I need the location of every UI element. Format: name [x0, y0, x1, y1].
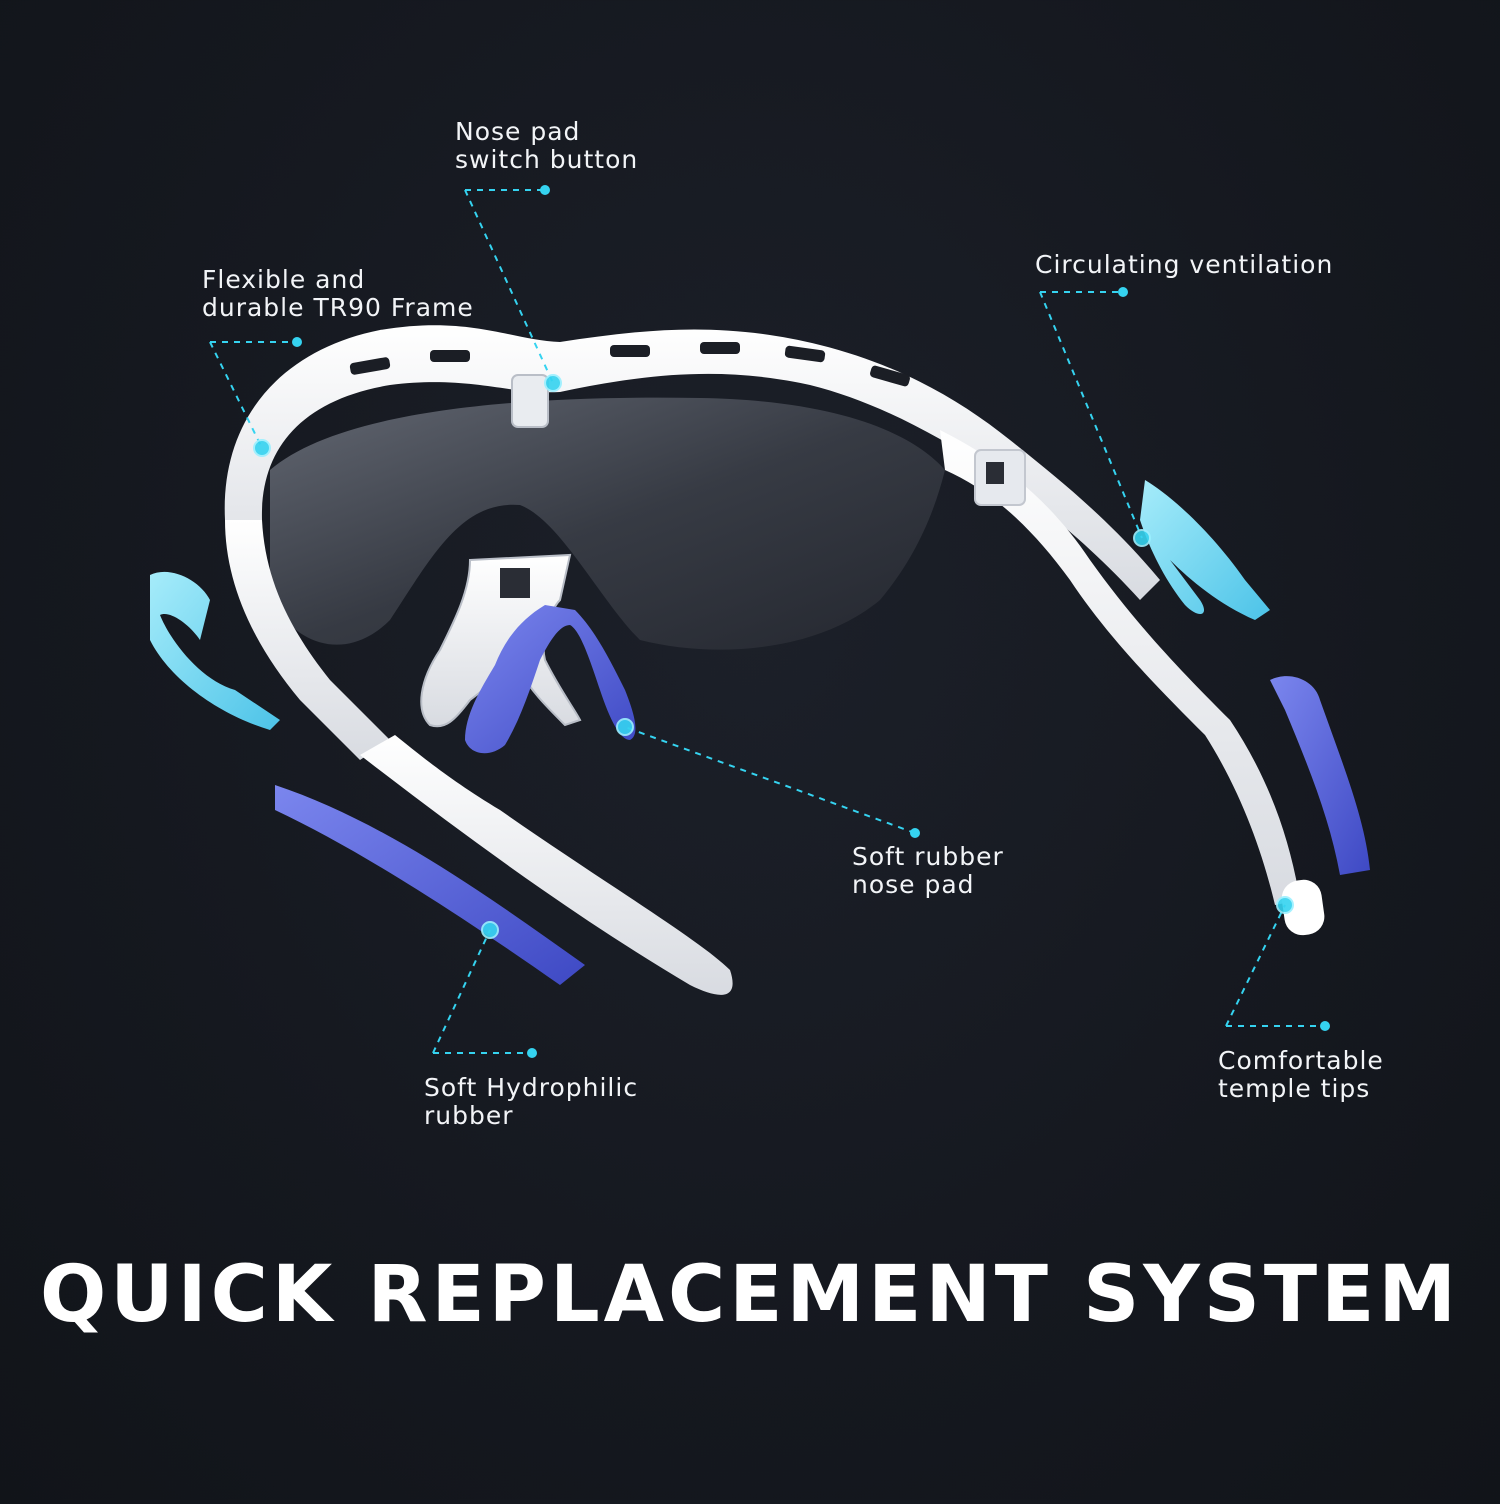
callout-hydrophilic-rubber: Soft Hydrophilic rubber — [424, 1073, 639, 1130]
callout-tr90-frame: Flexible and durable TR90 Frame — [202, 265, 474, 322]
lens — [270, 397, 945, 650]
frame-brow — [224, 325, 1161, 600]
callout-temple-tips: Comfortable temple tips — [1218, 1046, 1384, 1103]
callout-anchors — [253, 374, 1294, 939]
page-title: QUICK REPLACEMENT SYSTEM — [39, 1250, 1461, 1340]
nose-pad-rubber — [465, 605, 636, 754]
right-rubber-sleeve — [1270, 676, 1370, 875]
callout-soft-nose-pad: Soft rubber nose pad — [852, 842, 1004, 899]
callout-leaders — [209, 189, 1325, 1054]
left-rubber-sleeve — [275, 785, 585, 985]
nose-switch — [511, 374, 549, 428]
callout-nose-pad-switch: Nose pad switch button — [455, 117, 639, 174]
callout-ventilation: Circulating ventilation — [1035, 250, 1334, 279]
left-temple — [360, 735, 733, 995]
left-vent-piece — [150, 571, 280, 730]
right-vent-piece — [1140, 480, 1270, 620]
left-hinge — [225, 520, 390, 760]
callout-dots — [292, 185, 1330, 1058]
right-temple-tip — [1281, 879, 1325, 936]
vent-slots — [349, 342, 910, 387]
